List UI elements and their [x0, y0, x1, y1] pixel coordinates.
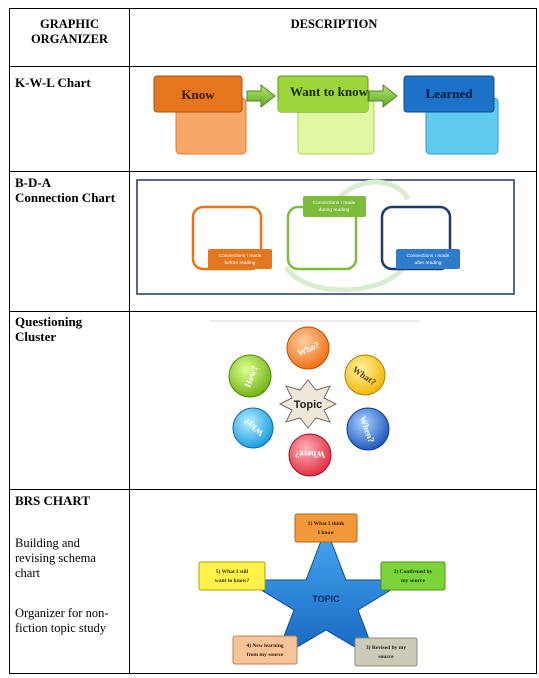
bda-after-line2: after reading — [415, 260, 442, 266]
brs-box-5-line1: 5) What I still — [216, 568, 249, 575]
brs-box-2-line2: my source — [401, 578, 425, 584]
kwl-know-tab — [153, 75, 243, 113]
bda-before-tag — [208, 249, 272, 269]
kwl-know-label: Know — [181, 87, 215, 102]
row-divider-header — [10, 66, 536, 67]
column-divider — [129, 9, 130, 673]
brs-box-4-line1: 4) New learning — [246, 642, 284, 649]
brs-box-1-line2: I know — [318, 530, 334, 536]
bubble-how — [228, 354, 272, 398]
organizer-table: GRAPHIC ORGANIZER DESCRIPTION K-W-L Char… — [9, 8, 537, 674]
bda-after-tag — [396, 249, 460, 269]
arrow-right-icon — [368, 83, 398, 109]
topic-star — [278, 379, 338, 429]
row-divider-bda — [10, 311, 536, 312]
cycle-arrow-icon — [283, 262, 409, 293]
kwl-want-tab-cover — [278, 101, 368, 112]
row-divider-questioning — [10, 489, 536, 490]
bubble-who — [286, 326, 330, 370]
brs-description: Building and revising schema chart — [15, 536, 96, 580]
brs-box-2 — [380, 561, 446, 591]
header-graphic-organizer: GRAPHIC ORGANIZER — [30, 17, 109, 46]
kwl-diagram: Know Want to know Learned — [153, 75, 499, 155]
row-divider-kwl — [10, 171, 536, 172]
brs-box-3-line1: 3) Revised by my — [366, 644, 406, 651]
bda-label: B-D-A Connection Chart — [15, 175, 116, 205]
brs-box-3-line2: source — [378, 654, 394, 660]
bda-diagram: Connections I made before reading Connec… — [136, 179, 515, 295]
kwl-learned-label: Learned — [426, 86, 474, 101]
brs-box-5-line2: want to know? — [215, 578, 250, 584]
bda-before-line1: Connections I made — [219, 253, 262, 259]
brs-box-1-line1: 1) What I think — [308, 520, 345, 527]
bubble-where-label: Where? — [295, 449, 325, 459]
brs-box-5 — [198, 561, 266, 591]
bubble-when — [346, 407, 390, 451]
kwl-label: K-W-L Chart — [15, 75, 91, 90]
brs-title: BRS CHART — [15, 493, 91, 508]
bubble-why — [232, 407, 274, 449]
header-description: DESCRIPTION — [290, 17, 378, 31]
brs-box-3 — [354, 637, 418, 667]
brs-box-4-line2: from my source — [247, 652, 284, 658]
bda-during-line1: Connections I made — [313, 200, 356, 206]
bda-before-line2: before reading — [225, 260, 256, 266]
brs-box-2-line1: 2) Confirmed by — [394, 568, 433, 575]
questioning-label: Questioning Cluster — [15, 314, 83, 344]
brs-topic-label: TOPIC — [312, 594, 340, 604]
kwl-want-label: Want to know — [290, 84, 369, 99]
brs-purpose: Organizer for non- fiction topic study — [15, 606, 109, 635]
topic-label: Topic — [294, 399, 323, 411]
brs-diagram: TOPIC 1) What I think I know 2) Confirme… — [198, 513, 446, 667]
bubble-what — [344, 354, 386, 396]
bda-during-tag — [303, 196, 366, 217]
bda-after-line1: Connections I made — [407, 253, 450, 259]
brs-box-4 — [232, 635, 298, 665]
arrow-right-icon — [246, 83, 276, 109]
brs-box-1 — [294, 513, 358, 543]
kwl-learned-tab — [403, 75, 495, 113]
bubble-where — [288, 433, 332, 477]
cycle-arrow-icon — [331, 179, 411, 206]
bda-during-line2: during reading — [319, 207, 350, 213]
questioning-diagram: Who? What? When? Where? Why? How? Topic — [210, 320, 420, 477]
